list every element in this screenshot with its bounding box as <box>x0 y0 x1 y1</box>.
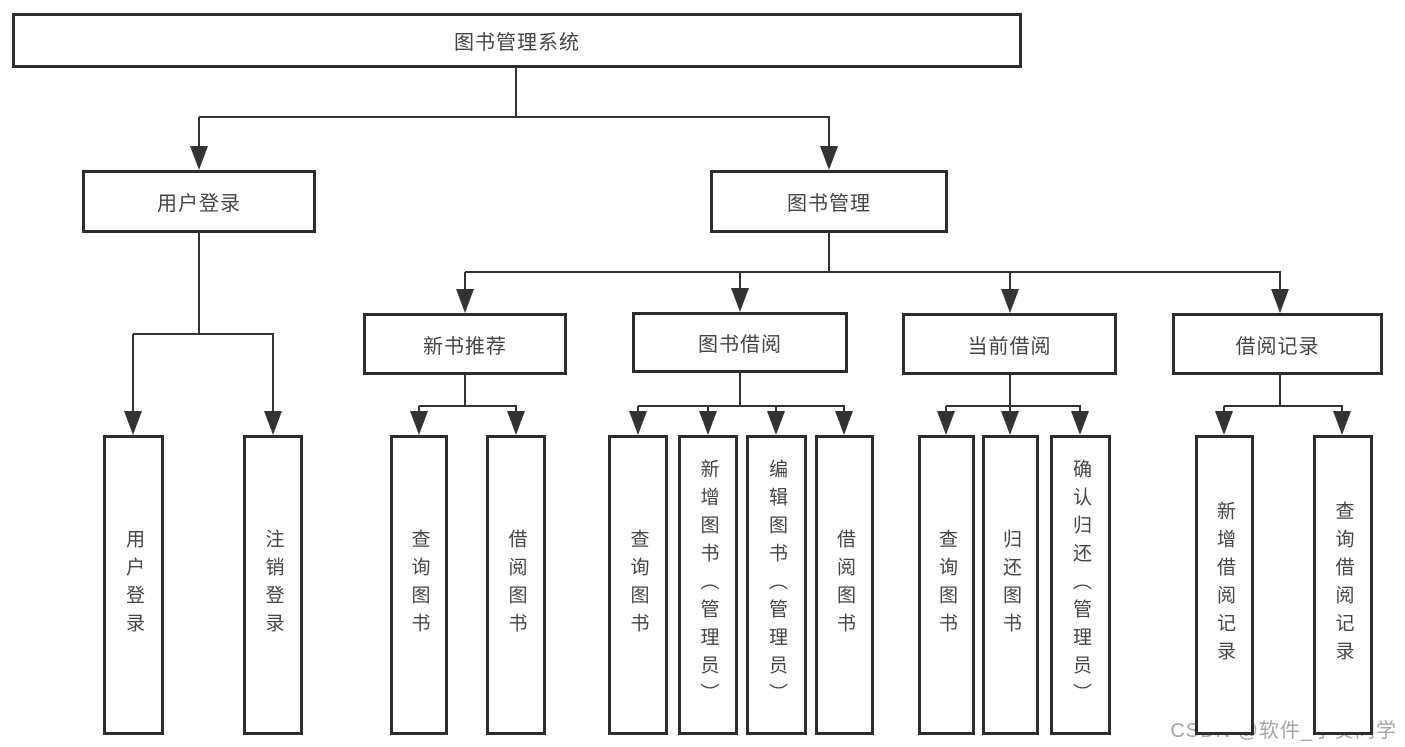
node-label: 用户登录 <box>157 193 241 215</box>
node-label: 借阅记录 <box>1235 335 1320 358</box>
node-cb-query-book: 查询图书 <box>918 435 975 735</box>
node-label: 编辑图书（管理员） <box>766 459 787 711</box>
node-br-query-record: 查询借阅记录 <box>1313 435 1373 735</box>
node-user-login: 用户登录 <box>82 170 316 233</box>
arrow-down-icon <box>629 411 647 435</box>
connector-line <box>464 375 466 407</box>
node-label: 图书管理系统 <box>454 32 580 54</box>
node-bb-add-book: 新增图书（管理员） <box>678 435 738 735</box>
node-rec-query-book: 查询图书 <box>390 435 448 735</box>
connector-line <box>515 68 517 118</box>
connector-line <box>465 271 1281 273</box>
node-bb-edit-book: 编辑图书（管理员） <box>746 435 807 735</box>
arrow-down-icon <box>731 288 749 312</box>
arrow-down-icon <box>507 411 525 435</box>
node-cb-confirm-return: 确认归还（管理员） <box>1050 435 1111 735</box>
connector-arrow-stem <box>132 334 134 431</box>
arrow-down-icon <box>820 146 838 170</box>
node-login: 用户登录 <box>103 435 164 735</box>
arrow-down-icon <box>1271 289 1289 313</box>
arrow-down-icon <box>1001 289 1019 313</box>
node-label: 归还图书 <box>1000 529 1021 641</box>
arrow-down-icon <box>1215 411 1233 435</box>
node-label: 借阅图书 <box>505 529 527 641</box>
connector-arrow-stem <box>198 117 200 166</box>
node-label: 图书管理 <box>787 193 871 215</box>
connector-line <box>828 233 830 273</box>
node-current-borrow: 当前借阅 <box>902 313 1117 375</box>
node-label: 查询图书 <box>627 529 649 641</box>
arrow-down-icon <box>699 411 717 435</box>
node-label: 新书推荐 <box>423 335 507 358</box>
connector-arrow-stem <box>272 334 274 431</box>
connector-line <box>1224 405 1343 407</box>
node-br-add-record: 新增借阅记录 <box>1195 435 1254 735</box>
node-label: 确认归还（管理员） <box>1070 459 1091 711</box>
arrow-down-icon <box>1001 411 1019 435</box>
arrow-down-icon <box>264 411 282 435</box>
connector-line <box>739 373 741 407</box>
arrow-down-icon <box>456 289 474 313</box>
arrow-down-icon <box>937 411 955 435</box>
connector-line <box>1009 375 1011 407</box>
connector-line <box>638 405 845 407</box>
connector-line <box>198 233 200 335</box>
connector-arrow-stem <box>828 117 830 166</box>
arrow-down-icon <box>1333 411 1351 435</box>
node-label: 用户登录 <box>123 529 144 641</box>
node-label: 新增借阅记录 <box>1214 501 1235 669</box>
node-label: 图书借阅 <box>698 334 782 356</box>
arrow-down-icon <box>190 146 208 170</box>
node-book-borrow: 图书借阅 <box>632 312 848 373</box>
arrow-down-icon <box>835 411 853 435</box>
arrow-down-icon <box>1071 411 1089 435</box>
node-root: 图书管理系统 <box>12 13 1022 68</box>
connector-line <box>199 116 830 118</box>
node-label: 查询图书 <box>408 529 430 641</box>
arrow-down-icon <box>410 411 428 435</box>
node-label: 新增图书（管理员） <box>697 459 719 711</box>
node-bb-borrow-book: 借阅图书 <box>815 435 874 735</box>
node-cb-return-book: 归还图书 <box>982 435 1039 735</box>
node-rec-borrow-book: 借阅图书 <box>486 435 546 735</box>
arrow-down-icon <box>124 411 142 435</box>
node-book-mgmt: 图书管理 <box>710 170 948 233</box>
node-label: 当前借阅 <box>967 335 1052 358</box>
node-label: 借阅图书 <box>834 529 855 641</box>
node-new-book-rec: 新书推荐 <box>363 313 567 375</box>
connector-line <box>133 333 274 335</box>
node-label: 注销登录 <box>262 529 284 641</box>
connector-line <box>419 405 517 407</box>
connector-line <box>1279 375 1281 407</box>
node-bb-query-book: 查询图书 <box>608 435 668 735</box>
node-borrow-records: 借阅记录 <box>1172 313 1383 375</box>
node-label: 查询图书 <box>936 529 957 641</box>
connector-line <box>946 405 1081 407</box>
node-logout: 注销登录 <box>243 435 303 735</box>
node-label: 查询借阅记录 <box>1332 501 1354 669</box>
arrow-down-icon <box>767 411 785 435</box>
